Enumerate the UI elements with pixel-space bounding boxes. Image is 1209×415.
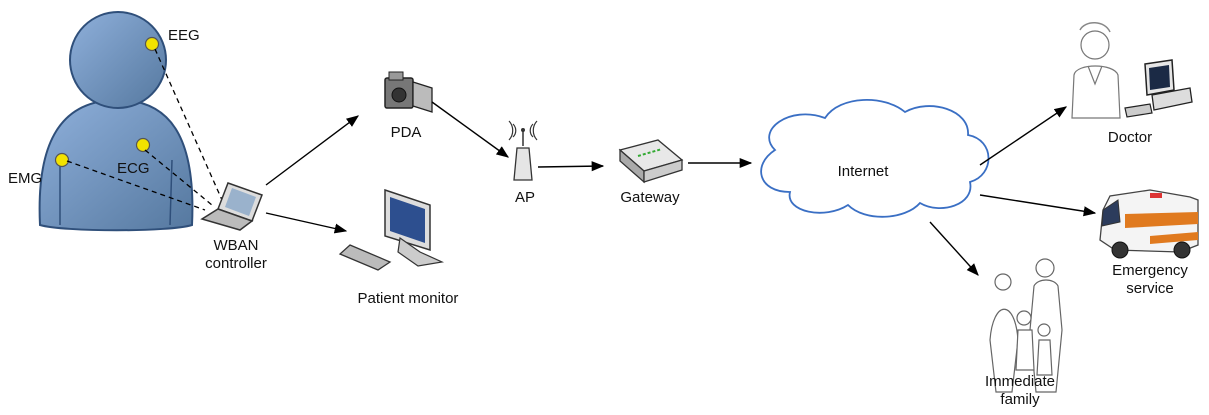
ecg-sensor-icon [135, 137, 151, 153]
arrow-controller-to-pda [265, 115, 360, 186]
emg-sensor-icon [54, 152, 70, 168]
wban-controller-label-line1: WBAN [213, 237, 259, 254]
pda-label: PDA [390, 124, 422, 141]
patient-figure-icon [38, 11, 194, 232]
doctor-icon [1071, 22, 1193, 119]
wban-controller-label-line2: controller [205, 255, 267, 272]
family-icon [989, 258, 1063, 393]
patient-monitor-icon [338, 188, 445, 271]
immediate-family-label-line1: Immediate [984, 373, 1056, 390]
emg-link [66, 160, 206, 211]
ecg-link [144, 149, 213, 206]
patient-monitor-label: Patient monitor [357, 290, 459, 307]
laptop-icon [200, 182, 263, 231]
eeg-label: EEG [168, 27, 200, 44]
ecg-label: ECG [117, 160, 150, 177]
ap-label: AP [514, 189, 535, 206]
pda-icon [384, 71, 433, 113]
eeg-sensor-icon [144, 36, 160, 52]
gateway-label: Gateway [620, 189, 680, 206]
sensor-links [66, 48, 223, 211]
ambulance-icon [1099, 189, 1199, 259]
eeg-link [154, 48, 223, 201]
emergency-service-label-line1: Emergency [1112, 262, 1188, 279]
arrow-controller-to-monitor [265, 212, 348, 234]
immediate-family-label-line2: family [1000, 391, 1040, 408]
doctor-label: Doctor [1107, 129, 1153, 146]
internet-label: Internet [837, 163, 889, 180]
access-point-icon [508, 120, 538, 181]
emg-label: EMG [8, 170, 43, 187]
arrow-internet-to-ambulance [979, 194, 1097, 217]
connection-arrows [265, 101, 1097, 276]
gateway-icon [618, 139, 684, 184]
arrow-internet-to-family [929, 221, 979, 276]
internet-cloud-icon [760, 99, 990, 218]
arrow-pda-to-ap [431, 101, 510, 158]
arrow-ap-to-gateway [537, 161, 605, 172]
emergency-service-label-line2: service [1126, 280, 1174, 297]
arrow-internet-to-doctor [979, 106, 1068, 166]
